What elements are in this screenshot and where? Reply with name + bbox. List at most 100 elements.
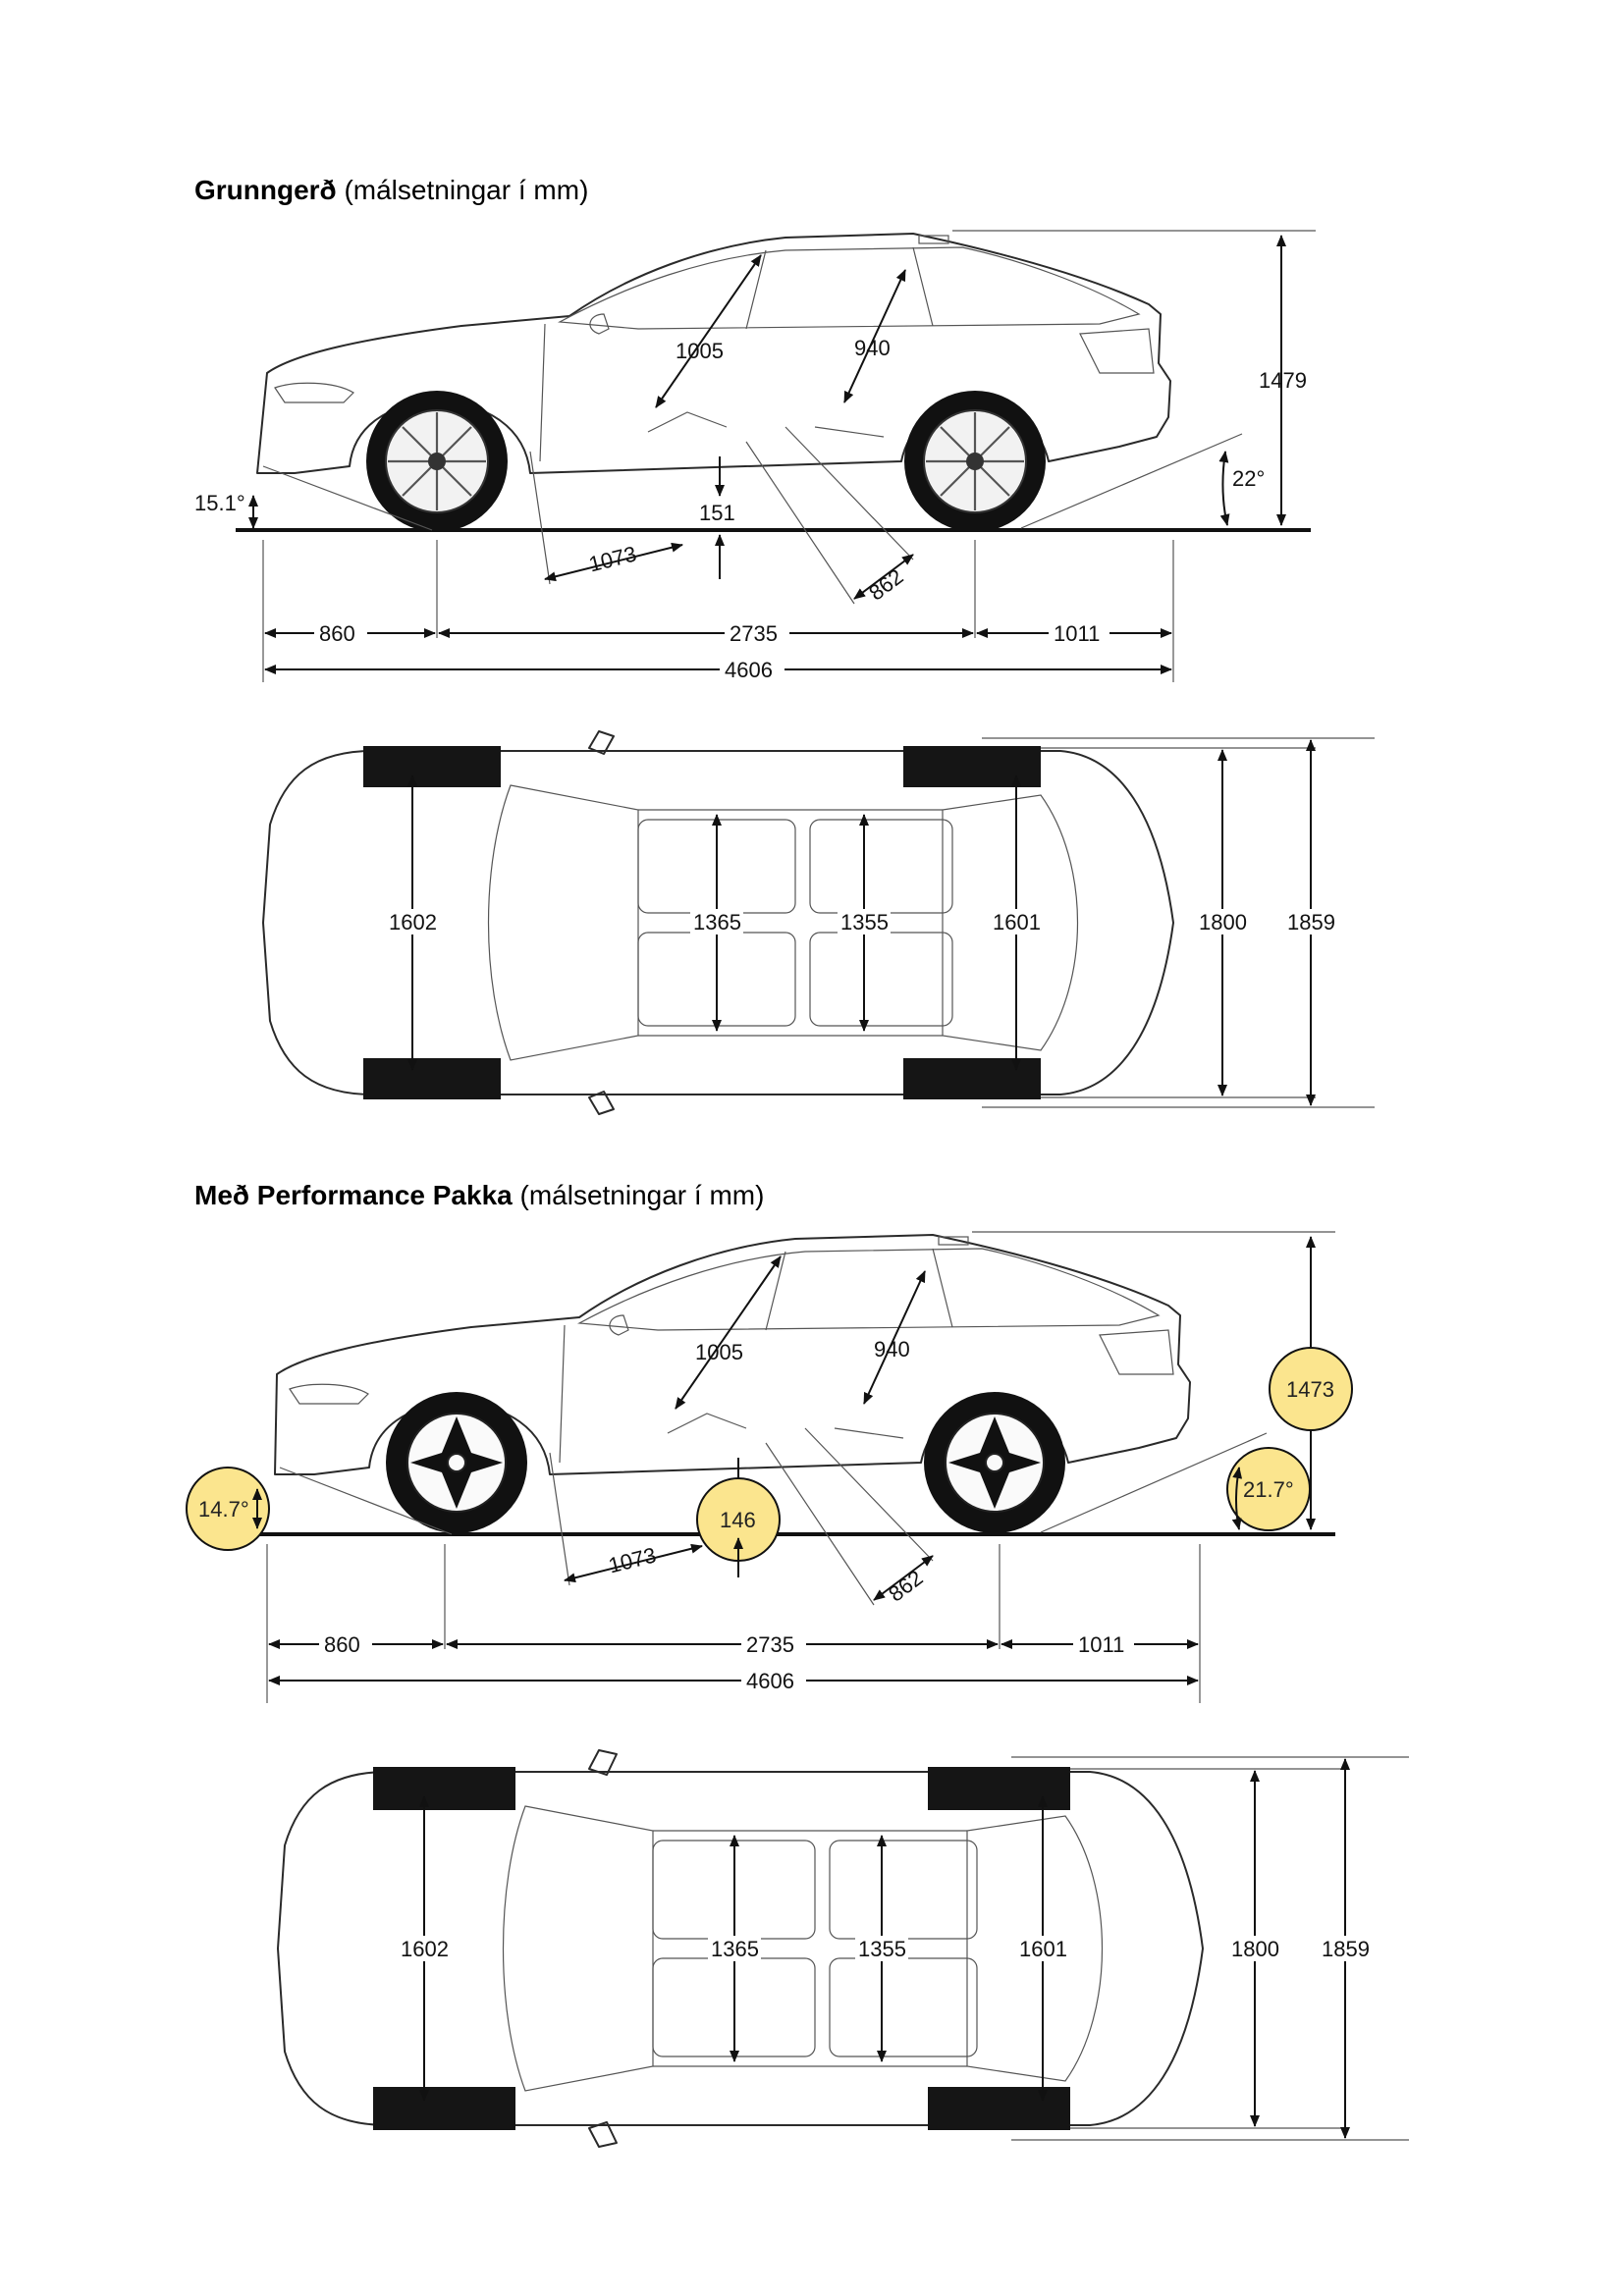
front-left-tire — [373, 1767, 515, 1810]
front-right-tire — [363, 1058, 501, 1099]
approach-angle-label: 14.7° — [198, 1497, 249, 1522]
departure-angle-label: 22° — [1232, 466, 1265, 491]
seats — [652, 1840, 978, 2057]
rear-legroom-label: 862 — [884, 1566, 927, 1607]
front-overhang-label: 860 — [319, 621, 355, 646]
mirror-top-right — [588, 2121, 618, 2148]
rear-legroom-dimension — [853, 554, 914, 600]
front-track-label: 1602 — [389, 910, 437, 934]
rear-left-tire — [928, 1767, 1070, 1810]
rear-wheel — [904, 391, 1046, 532]
rear-legroom-guide-b — [804, 1427, 934, 1562]
front-shoulder-label: 1365 — [711, 1937, 759, 1961]
greenhouse-outline — [576, 1248, 1161, 1331]
rear-legroom-guide-a — [765, 1442, 875, 1606]
car-top-outline — [277, 1771, 1204, 2126]
front-legroom-guide — [529, 451, 551, 585]
side-view-drawing-base: 1479 15.1° 22° 1005 940 151 1073 862 860… — [194, 230, 1316, 682]
rear-headroom-dimension — [863, 1270, 926, 1405]
rear-right-tire — [928, 2087, 1070, 2130]
length-label: 4606 — [746, 1669, 794, 1693]
front-left-tire — [363, 746, 501, 787]
wheelbase-label: 2735 — [746, 1632, 794, 1657]
approach-angle-label: 15.1° — [194, 491, 245, 515]
mirror-top-right — [588, 1091, 615, 1115]
departure-angle-arrow — [1218, 451, 1230, 526]
width-mirrors-label: 1859 — [1287, 910, 1335, 934]
rear-shoulder-label: 1355 — [858, 1937, 906, 1961]
side-mirror — [589, 313, 610, 335]
windshield-outline — [502, 1805, 654, 2092]
length-label: 4606 — [725, 658, 773, 682]
width-mirrors-label: 1859 — [1322, 1937, 1370, 1961]
rear-window-outline — [942, 794, 1079, 1051]
front-headroom-label: 1005 — [695, 1340, 743, 1364]
top-view-drawing-performance: 1602 1365 1355 1601 1800 1859 — [277, 1749, 1409, 2148]
rear-track-label: 1601 — [1019, 1937, 1067, 1961]
width-label: 1800 — [1199, 910, 1247, 934]
front-legroom-label: 1073 — [606, 1542, 659, 1577]
front-headroom-label: 1005 — [676, 339, 724, 363]
departure-angle-highlight — [1226, 1447, 1311, 1531]
section-title-base: Grunngerð (málsetningar í mm) — [194, 175, 588, 206]
seats — [637, 819, 953, 1027]
roof-lines — [653, 1830, 967, 2067]
taillight — [1079, 328, 1155, 374]
taillight — [1099, 1329, 1174, 1375]
departure-angle-arrow — [1231, 1467, 1243, 1530]
rear-legroom-guide-b — [784, 426, 914, 561]
headlight — [274, 382, 354, 403]
departure-angle-label: 21.7° — [1243, 1477, 1294, 1502]
height-label: 1473 — [1286, 1377, 1334, 1402]
extension-lines — [266, 1544, 1201, 1703]
ground-clearance-label: 146 — [720, 1508, 756, 1532]
roof-lines — [638, 809, 943, 1037]
rear-left-tire — [903, 746, 1041, 787]
front-legroom-dimension — [544, 542, 683, 582]
rear-overhang-label: 1011 — [1054, 621, 1100, 646]
rear-headroom-dimension — [843, 269, 906, 403]
rear-legroom-dimension — [873, 1555, 934, 1601]
rear-shoulder-label: 1355 — [840, 910, 889, 934]
seat-outline — [647, 411, 885, 438]
ground-clearance-label: 151 — [699, 501, 735, 525]
headlight — [289, 1383, 369, 1405]
front-headroom-dimension — [655, 254, 762, 408]
height-highlight — [1269, 1347, 1353, 1431]
approach-angle-line — [279, 1467, 453, 1535]
top-view-drawing-base: 1602 1365 1355 1601 1800 1859 — [262, 730, 1375, 1115]
wheelbase-label: 2735 — [730, 621, 778, 646]
mirror-top-left — [588, 1749, 618, 1776]
greenhouse-outline — [557, 246, 1141, 330]
rear-track-label: 1601 — [993, 910, 1041, 934]
front-legroom-dimension — [564, 1543, 703, 1583]
front-track-label: 1602 — [401, 1937, 449, 1961]
height-label: 1479 — [1259, 368, 1307, 393]
section-title-performance: Með Performance Pakka (málsetningar í mm… — [194, 1180, 764, 1211]
rear-headroom-label: 940 — [854, 336, 891, 360]
extension-lines — [262, 540, 1174, 682]
front-headroom-dimension — [675, 1255, 782, 1410]
mirror-top-left — [588, 730, 615, 755]
front-overhang-label: 860 — [324, 1632, 360, 1657]
rear-right-tire — [903, 1058, 1041, 1099]
seat-outline — [667, 1413, 904, 1439]
front-wheel — [366, 391, 508, 532]
rear-overhang-label: 1011 — [1078, 1632, 1124, 1657]
front-wheel — [386, 1392, 527, 1533]
front-legroom-guide — [549, 1452, 570, 1586]
front-right-tire — [373, 2087, 515, 2130]
section-title-units: (málsetningar í mm) — [512, 1180, 765, 1210]
width-label: 1800 — [1231, 1937, 1279, 1961]
front-legroom-label: 1073 — [586, 541, 639, 576]
side-mirror — [609, 1314, 629, 1336]
departure-angle-line — [1040, 1432, 1268, 1533]
front-shoulder-label: 1365 — [693, 910, 741, 934]
rear-headroom-label: 940 — [874, 1337, 910, 1362]
windshield-outline — [487, 784, 639, 1061]
section-title-bold: Með Performance Pakka — [194, 1180, 513, 1210]
approach-angle-line — [262, 465, 433, 531]
departure-angle-line — [1020, 433, 1243, 529]
roof-antenna — [938, 1236, 969, 1246]
side-view-drawing-performance: 1473 14.7° 21.7° 1005 940 146 1073 862 8… — [186, 1231, 1353, 1703]
